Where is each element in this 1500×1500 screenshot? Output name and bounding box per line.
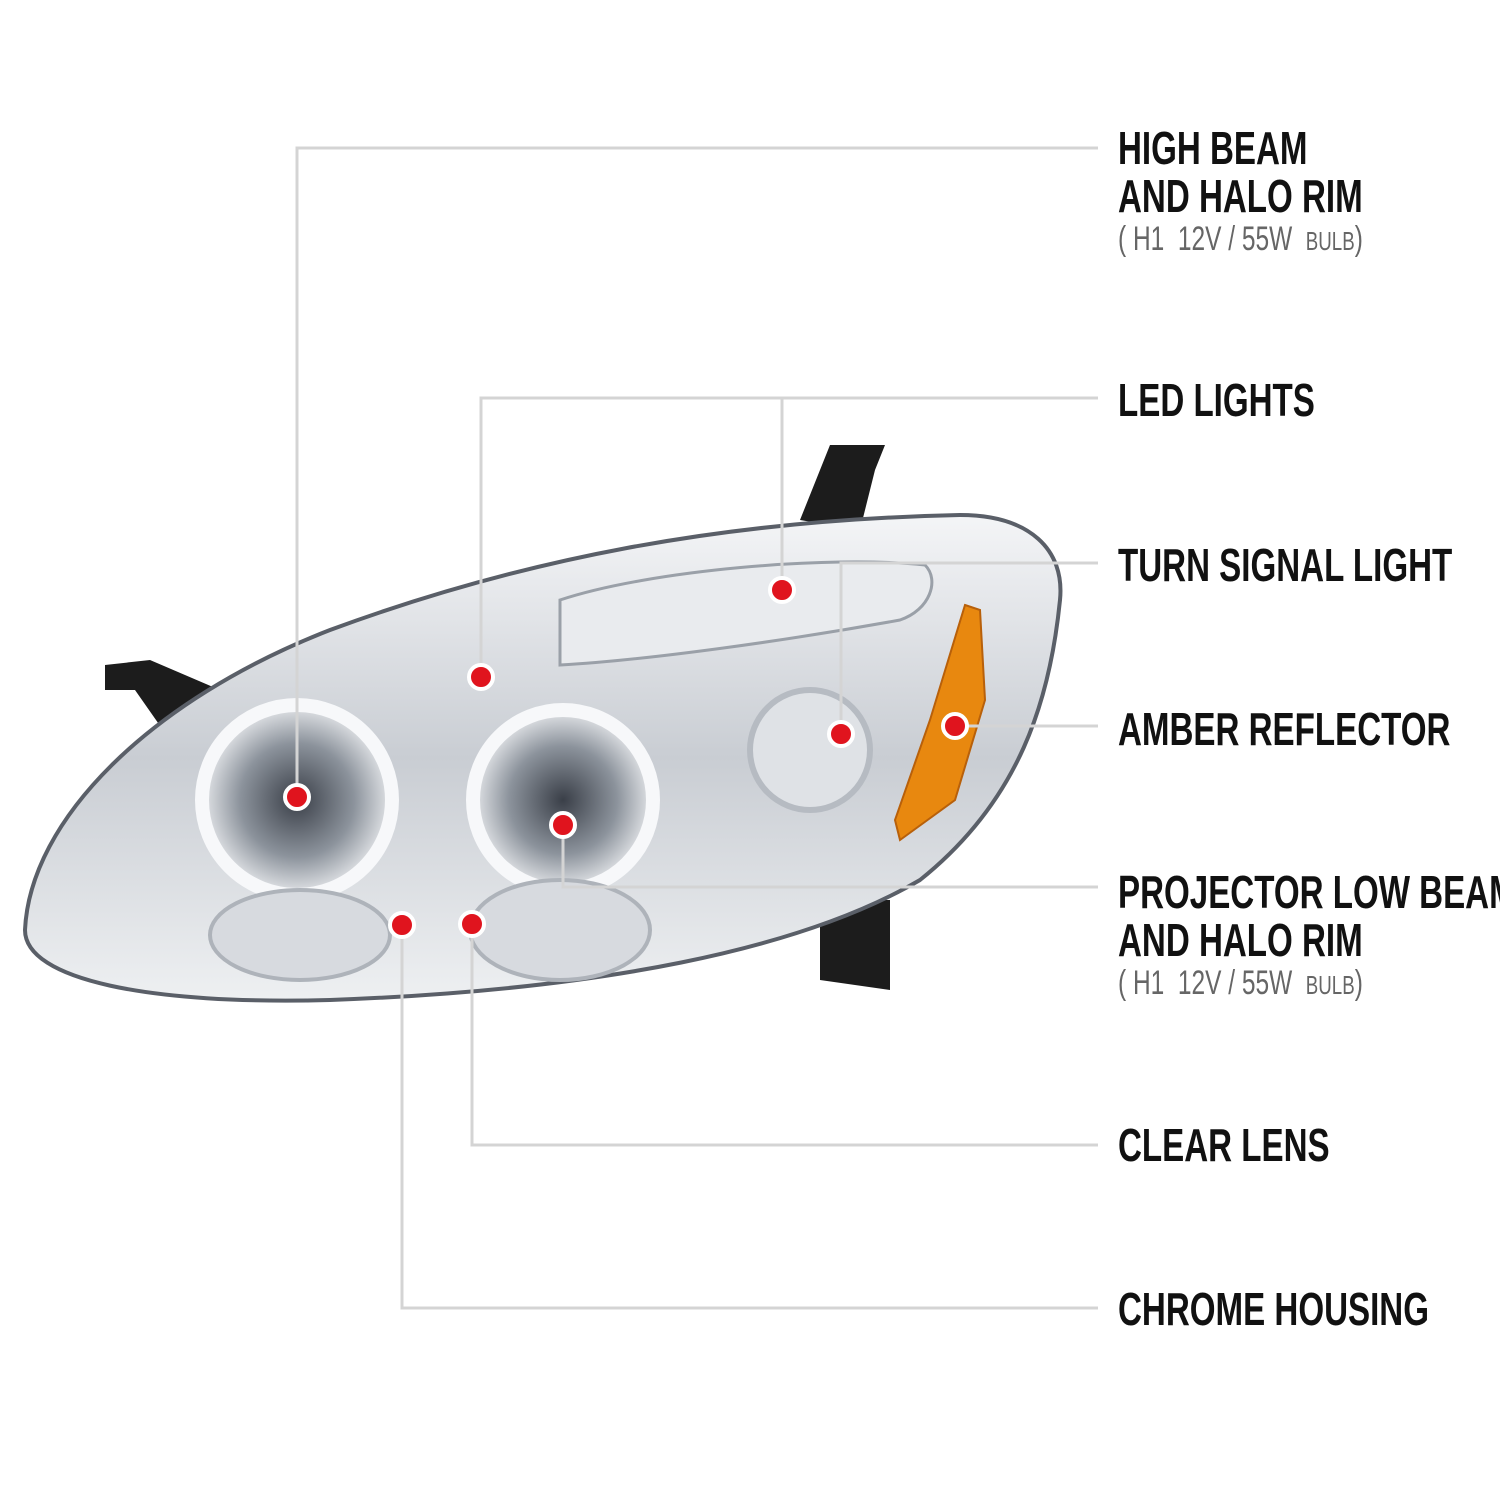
label-line: HIGH BEAM — [1118, 122, 1308, 174]
marker-led-lights-a — [467, 663, 495, 691]
label-line: AND HALO RIM — [1118, 170, 1363, 222]
mount-bracket-top — [800, 445, 885, 530]
label-line: TURN SIGNAL LIGHT — [1118, 539, 1453, 591]
label-line: AMBER REFLECTOR — [1118, 703, 1451, 755]
label-led-lights: LED LIGHTS — [1118, 376, 1315, 424]
label-high-beam: HIGH BEAM AND HALO RIM ( H1 12V / 55W BU… — [1118, 124, 1363, 260]
marker-chrome-housing — [388, 911, 416, 939]
marker-high-beam — [283, 783, 311, 811]
label-turn-signal: TURN SIGNAL LIGHT — [1118, 541, 1452, 589]
marker-projector-low-beam — [549, 811, 577, 839]
label-line: CHROME HOUSING — [1118, 1283, 1429, 1335]
mount-tab-bottom — [820, 900, 890, 990]
leader-lines — [295, 146, 1098, 1310]
label-line: CLEAR LENS — [1118, 1119, 1330, 1171]
leader-projector-low-beam — [561, 825, 1098, 889]
bulb-spec: ( H1 12V / 55W BULB) — [1118, 220, 1363, 258]
leader-chrome-housing — [400, 925, 1098, 1310]
marker-amber-reflector — [941, 712, 969, 740]
marker-led-lights-b — [768, 576, 796, 604]
label-line: AND HALO RIM — [1118, 914, 1363, 966]
label-line: PROJECTOR LOW BEAM — [1118, 866, 1500, 918]
turn-signal-bulb — [747, 687, 873, 813]
mount-bracket-left — [105, 660, 220, 740]
label-line: LED LIGHTS — [1118, 374, 1315, 426]
leader-high-beam — [295, 146, 1098, 797]
label-projector-low-beam: PROJECTOR LOW BEAM AND HALO RIM ( H1 12V… — [1118, 868, 1500, 1004]
marker-turn-signal — [827, 720, 855, 748]
amber-reflector-lens — [893, 603, 987, 842]
marker-clear-lens — [458, 910, 486, 938]
label-amber-reflector: AMBER REFLECTOR — [1118, 705, 1450, 753]
bulb-spec: ( H1 12V / 55W BULB) — [1118, 964, 1363, 1002]
leader-led-lights-a — [479, 396, 1098, 677]
label-chrome-housing: CHROME HOUSING — [1118, 1285, 1429, 1333]
leader-clear-lens — [470, 924, 1098, 1147]
label-clear-lens: CLEAR LENS — [1118, 1121, 1330, 1169]
leader-turn-signal — [839, 561, 1098, 734]
